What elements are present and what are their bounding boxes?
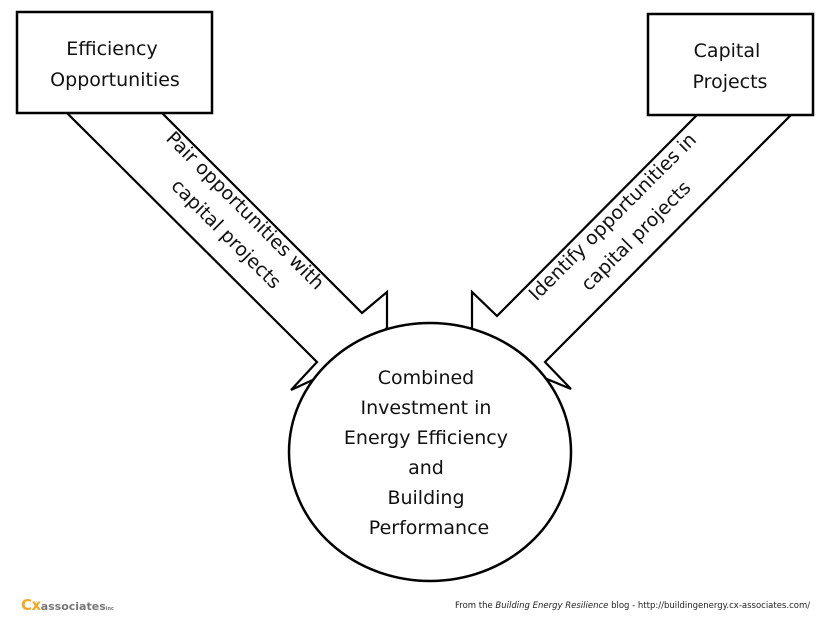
combined-investment-circle [287,321,573,583]
circle-line: Investment in [360,397,491,419]
efficiency-box-label: Efficiency Opportunities [50,38,180,91]
footer-credit: From the Building Energy Resilience blog… [455,601,810,611]
circle-line: Combined [378,367,475,389]
logo-cx: Cx [21,596,41,614]
capital-box-label: Capital Projects [693,40,768,93]
credit-suffix: blog - http://buildingenergy.cx-associat… [608,601,811,611]
logo-inc: inc [105,606,114,612]
efficiency-opportunities-box [15,10,214,115]
capital-box-line: Projects [693,71,768,93]
credit-blog-name: Building Energy Resilience [495,601,609,611]
cx-associates-logo: Cxassociatesinc [21,595,114,614]
arrow-pair-opportunities [64,111,389,391]
combined-investment-label: Combined Investment in Energy Efficiency… [344,367,514,539]
credit-prefix: From the [455,601,496,611]
capital-projects-box [646,12,815,117]
circle-line: Performance [369,517,489,539]
efficiency-box-line: Opportunities [50,69,180,91]
capital-box-line: Capital [694,40,761,62]
circle-line: and [408,457,444,479]
circle-line: Building [387,487,464,509]
efficiency-box-line: Efficiency [66,38,158,60]
logo-associates: associates [40,600,106,613]
circle-line: Energy Efficiency [344,427,508,449]
